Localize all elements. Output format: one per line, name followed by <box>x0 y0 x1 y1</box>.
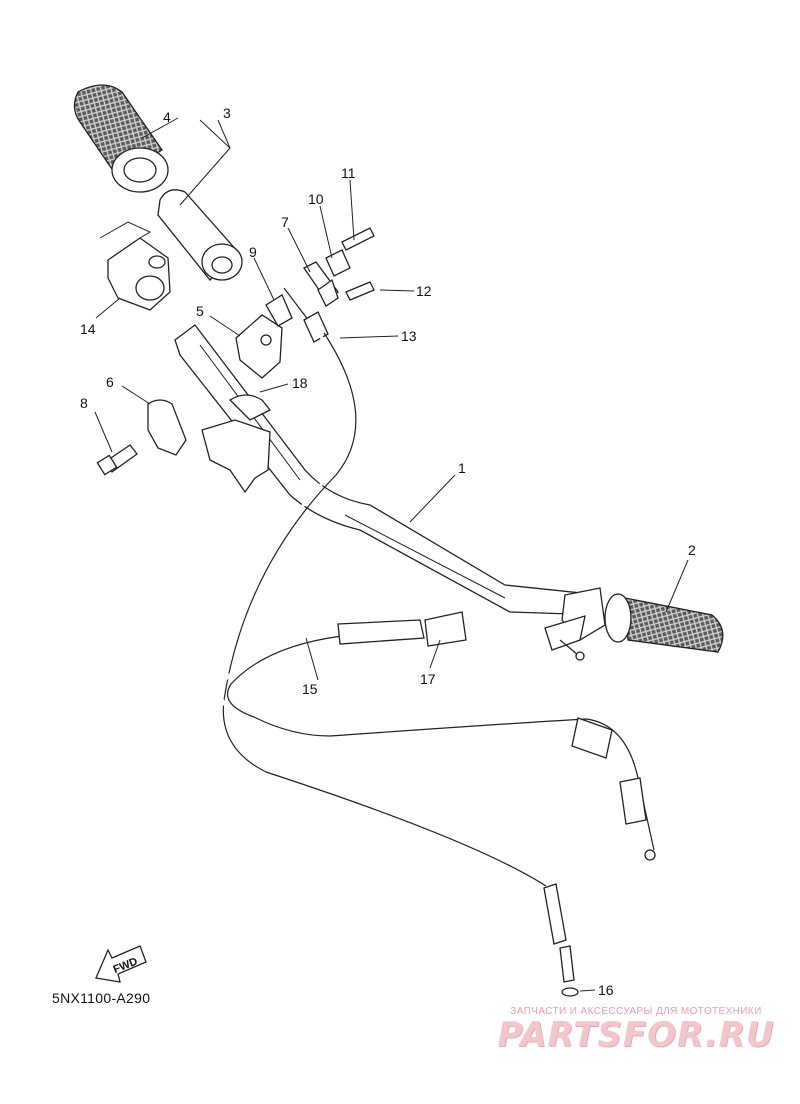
clamp <box>96 399 187 476</box>
throttle-cable <box>215 332 575 983</box>
housing-cap <box>235 314 283 379</box>
left-grip <box>73 84 169 193</box>
callout-15: 15 <box>302 681 318 697</box>
callout-5: 5 <box>196 303 204 319</box>
callout-17: 17 <box>420 671 436 687</box>
fwd-arrow-icon: FWD <box>95 945 147 983</box>
callout-16: 16 <box>598 982 614 998</box>
cable-end-hardware <box>265 227 375 343</box>
callout-13: 13 <box>401 328 417 344</box>
clutch-perch <box>544 587 606 661</box>
callout-12: 12 <box>416 283 432 299</box>
throttle-tube <box>157 189 243 281</box>
leader-lines <box>94 117 689 992</box>
callout-7: 7 <box>281 214 289 230</box>
watermark: ЗАПЧАСТИ И АКСЕССУАРЫ ДЛЯ МОТОТЕХНИКИ PA… <box>486 1006 786 1053</box>
o-ring <box>561 987 579 997</box>
watermark-tagline: ЗАПЧАСТИ И АКСЕССУАРЫ ДЛЯ МОТОТЕХНИКИ <box>510 1006 762 1017</box>
callout-2: 2 <box>688 542 696 558</box>
callout-9: 9 <box>249 244 257 260</box>
callout-11: 11 <box>341 165 356 181</box>
callout-labels: 1 2 3 4 5 6 7 8 9 10 11 12 13 14 15 16 1… <box>80 105 696 998</box>
callout-6: 6 <box>106 374 114 390</box>
callout-18: 18 <box>292 375 308 391</box>
callout-4: 4 <box>163 109 171 125</box>
lever-bracket <box>201 394 272 494</box>
callout-8: 8 <box>80 395 88 411</box>
callout-10: 10 <box>308 191 324 207</box>
callout-3: 3 <box>223 105 231 121</box>
watermark-brand: PARTSFOR.RU <box>497 1015 775 1055</box>
clutch-cable <box>219 611 656 861</box>
callout-14: 14 <box>80 321 96 337</box>
diagram-code: 5NX1100-A290 <box>52 990 151 1006</box>
callout-1: 1 <box>458 460 466 476</box>
right-grip <box>604 593 724 653</box>
throttle-housing <box>107 237 171 311</box>
